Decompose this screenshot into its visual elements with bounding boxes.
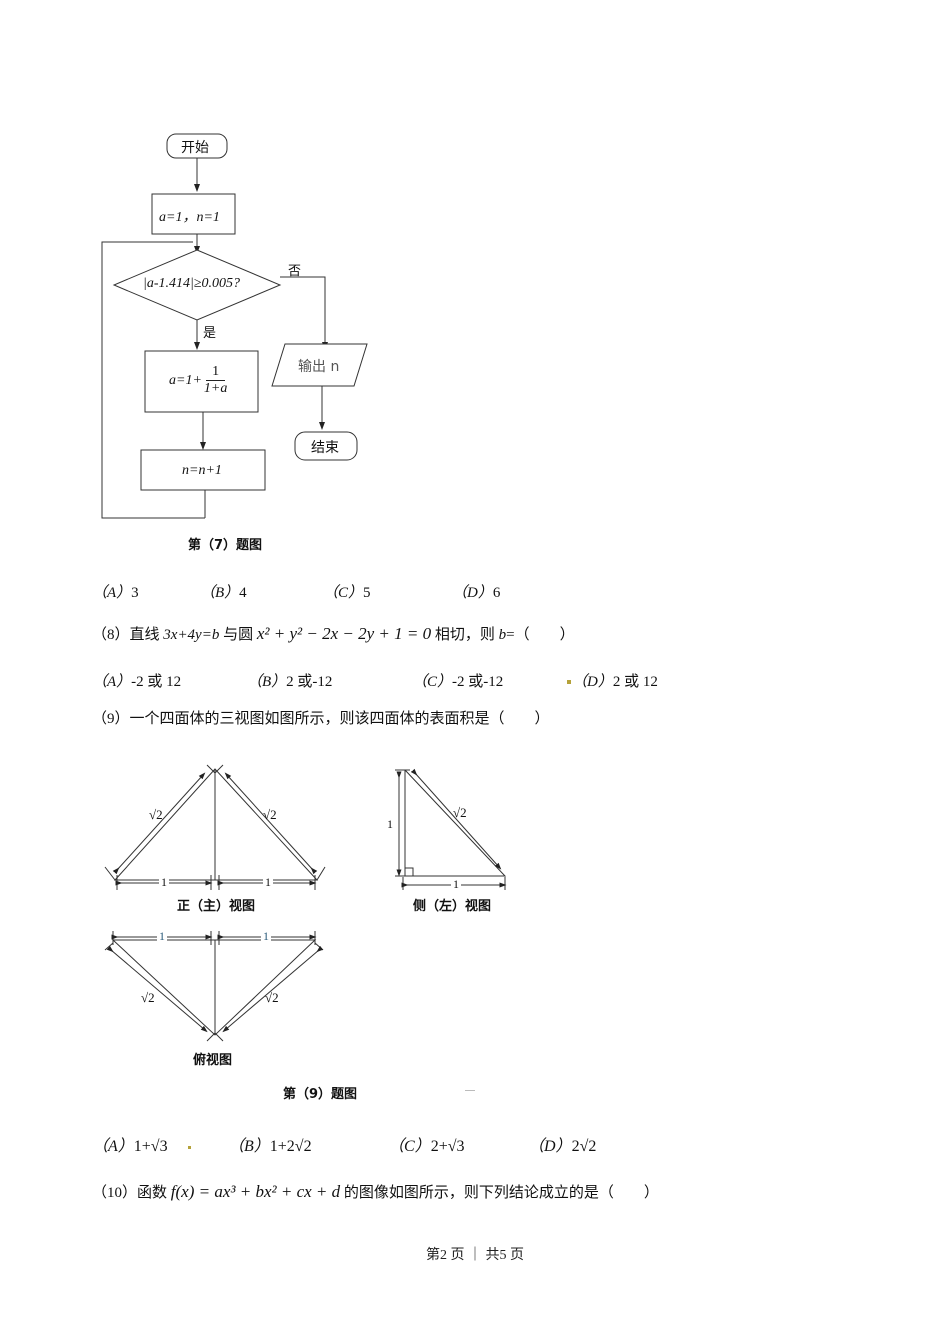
- question-9: （9）一个四面体的三视图如图所示，则该四面体的表面积是（ ）: [92, 711, 550, 727]
- function-expression: f(x) = ax³ + bx² + cx + d: [170, 1182, 341, 1201]
- front-right-one: 1: [263, 875, 273, 890]
- flowchart-condition: |a-1.414|≥0.005?: [143, 276, 241, 291]
- flowchart-assign-a: a=1+ 1 1+a: [169, 364, 227, 397]
- top-view-label: 俯视图: [193, 1053, 233, 1068]
- question-10: （10）函数 f(x) = ax³ + bx² + cx + d 的图像如图所示…: [92, 1182, 659, 1201]
- q9-option-b: （B）1+2√2: [228, 1138, 312, 1155]
- q8-option-b: （B）2 或-12: [247, 674, 333, 690]
- three-views-figure-9: √2 √2 1 1 正（主）视图 1 √2 1 侧（左）视图 1 1 √2 √2…: [85, 745, 565, 1105]
- fraction-numerator: 1: [206, 364, 226, 381]
- flowchart-end: 结束: [311, 440, 339, 456]
- page-footer: 第2 页 ｜ 共5 页: [426, 1248, 524, 1263]
- flowchart-start: 开始: [181, 140, 209, 156]
- decorative-dot: [567, 680, 571, 684]
- question-8: （8）直线 3x+4y=b 与圆 x² + y² − 2x − 2y + 1 =…: [92, 624, 575, 643]
- figure9-caption: 第（9）题图: [283, 1087, 358, 1102]
- front-view-label: 正（主）视图: [177, 899, 256, 914]
- circle-equation: x² + y² − 2x − 2y + 1 = 0: [256, 624, 432, 643]
- q8-option-d: （D）2 或 12: [572, 674, 658, 690]
- side-view-label: 侧（左）视图: [413, 899, 492, 914]
- figure7-caption: 第（7）题图: [188, 538, 263, 553]
- side-one-vertical: 1: [387, 817, 393, 831]
- side-one-horizontal: 1: [451, 877, 461, 892]
- assign-a-lhs: a=1+: [169, 372, 202, 388]
- decorative-dash: [465, 1090, 475, 1091]
- three-views-diagram: [104, 764, 507, 1042]
- q7-option-a: （A）3: [92, 585, 139, 601]
- front-left-one: 1: [159, 875, 169, 890]
- q7-option-d: （D）6: [452, 585, 501, 601]
- top-left-sqrt2: √2: [141, 990, 155, 1005]
- top-right-sqrt2: √2: [265, 990, 279, 1005]
- flowchart-init: a=1，n=1: [159, 210, 220, 225]
- q9-option-a: （A）1+√3: [92, 1138, 168, 1155]
- q7-option-c: （C）5: [323, 585, 371, 601]
- q8-option-c: （C）-2 或-12: [412, 674, 504, 690]
- q9-option-c: （C）2+√3: [388, 1138, 465, 1155]
- q7-option-b: （B）4: [200, 585, 247, 601]
- line-equation: 3x+4y=b: [163, 627, 220, 643]
- flowchart-yes-label: 是: [203, 326, 217, 341]
- front-right-sqrt2: √2: [263, 807, 277, 822]
- fraction-denominator: 1+a: [203, 381, 228, 396]
- side-sqrt2: √2: [453, 805, 467, 820]
- flowchart-no-label: 否: [288, 264, 302, 279]
- assign-a-fraction: 1 1+a: [204, 364, 227, 397]
- top-right-one: 1: [261, 929, 271, 944]
- flowchart-figure-7: 开始 a=1，n=1 |a-1.414|≥0.005? 否 是 a=1+ 1 1…: [85, 120, 415, 560]
- front-left-sqrt2: √2: [149, 807, 163, 822]
- q9-option-d: （D）2√2: [528, 1138, 597, 1155]
- top-left-one: 1: [157, 929, 167, 944]
- q8-option-a: （A）-2 或 12: [92, 674, 182, 690]
- flowchart-output: 输出 n: [298, 359, 340, 375]
- flowchart-increment: n=n+1: [182, 463, 222, 478]
- decorative-dot: [188, 1146, 191, 1149]
- flowchart-diagram: [101, 133, 368, 519]
